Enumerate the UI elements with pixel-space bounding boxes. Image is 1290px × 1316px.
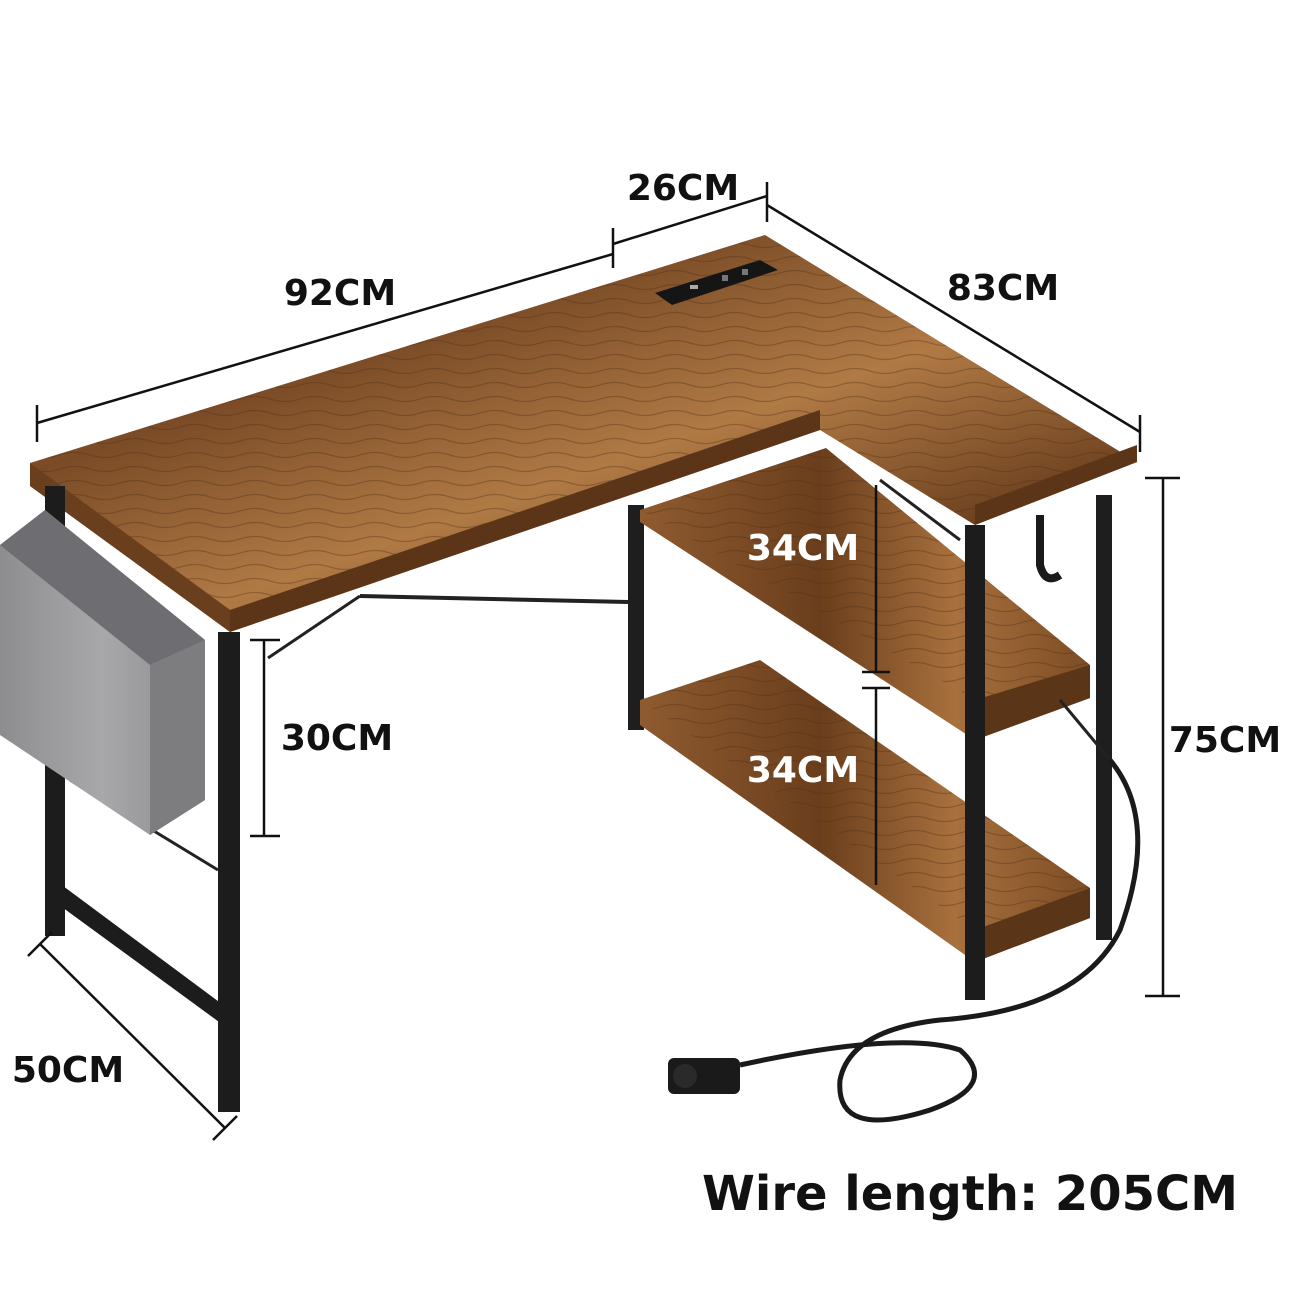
front-leg-middle	[218, 632, 240, 1112]
dim-label-92cm: 92CM	[284, 273, 396, 314]
power-cord	[739, 758, 1141, 1123]
wire-length-label: Wire length: 205CM	[702, 1166, 1238, 1222]
dim-label-34cm-top: 34CM	[747, 528, 859, 569]
dim-label-26cm: 26CM	[627, 168, 739, 209]
desk	[0, 235, 1141, 1123]
cross-brace	[359, 594, 629, 604]
power-strip	[655, 260, 778, 305]
back-leg-left	[628, 505, 644, 730]
storage-bag	[0, 510, 205, 835]
dim-label-75cm: 75CM	[1169, 720, 1281, 761]
plug-icon	[668, 1058, 740, 1094]
dim-label-30cm: 30CM	[281, 718, 393, 759]
dim-label-34cm-bottom: 34CM	[747, 750, 859, 791]
front-leg-right	[965, 525, 985, 1000]
dimension-lines	[27, 182, 1180, 1141]
dim-label-83cm: 83CM	[947, 268, 1059, 309]
dim-label-50cm: 50CM	[12, 1050, 124, 1091]
back-leg-right	[1096, 495, 1112, 940]
headphone-hook	[1036, 515, 1063, 583]
